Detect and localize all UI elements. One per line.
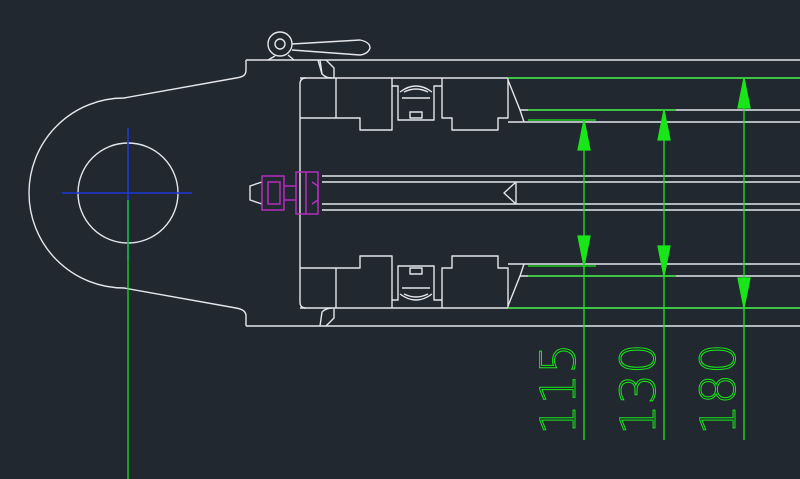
dim-115-label: 115 <box>531 343 587 435</box>
end-cap-bolt <box>261 171 319 215</box>
cylinder-body-outline <box>28 31 800 327</box>
lifting-eye <box>267 31 293 57</box>
dim-180-line <box>737 77 751 440</box>
dim-180-label: 180 <box>691 343 747 435</box>
dim-115-line <box>577 119 591 440</box>
dimension-lines <box>508 77 800 440</box>
clevis-eye-outline <box>28 60 247 326</box>
dim-130-line <box>657 109 671 440</box>
dim-130-label: 130 <box>611 343 667 435</box>
eye-centerlines <box>62 128 192 260</box>
